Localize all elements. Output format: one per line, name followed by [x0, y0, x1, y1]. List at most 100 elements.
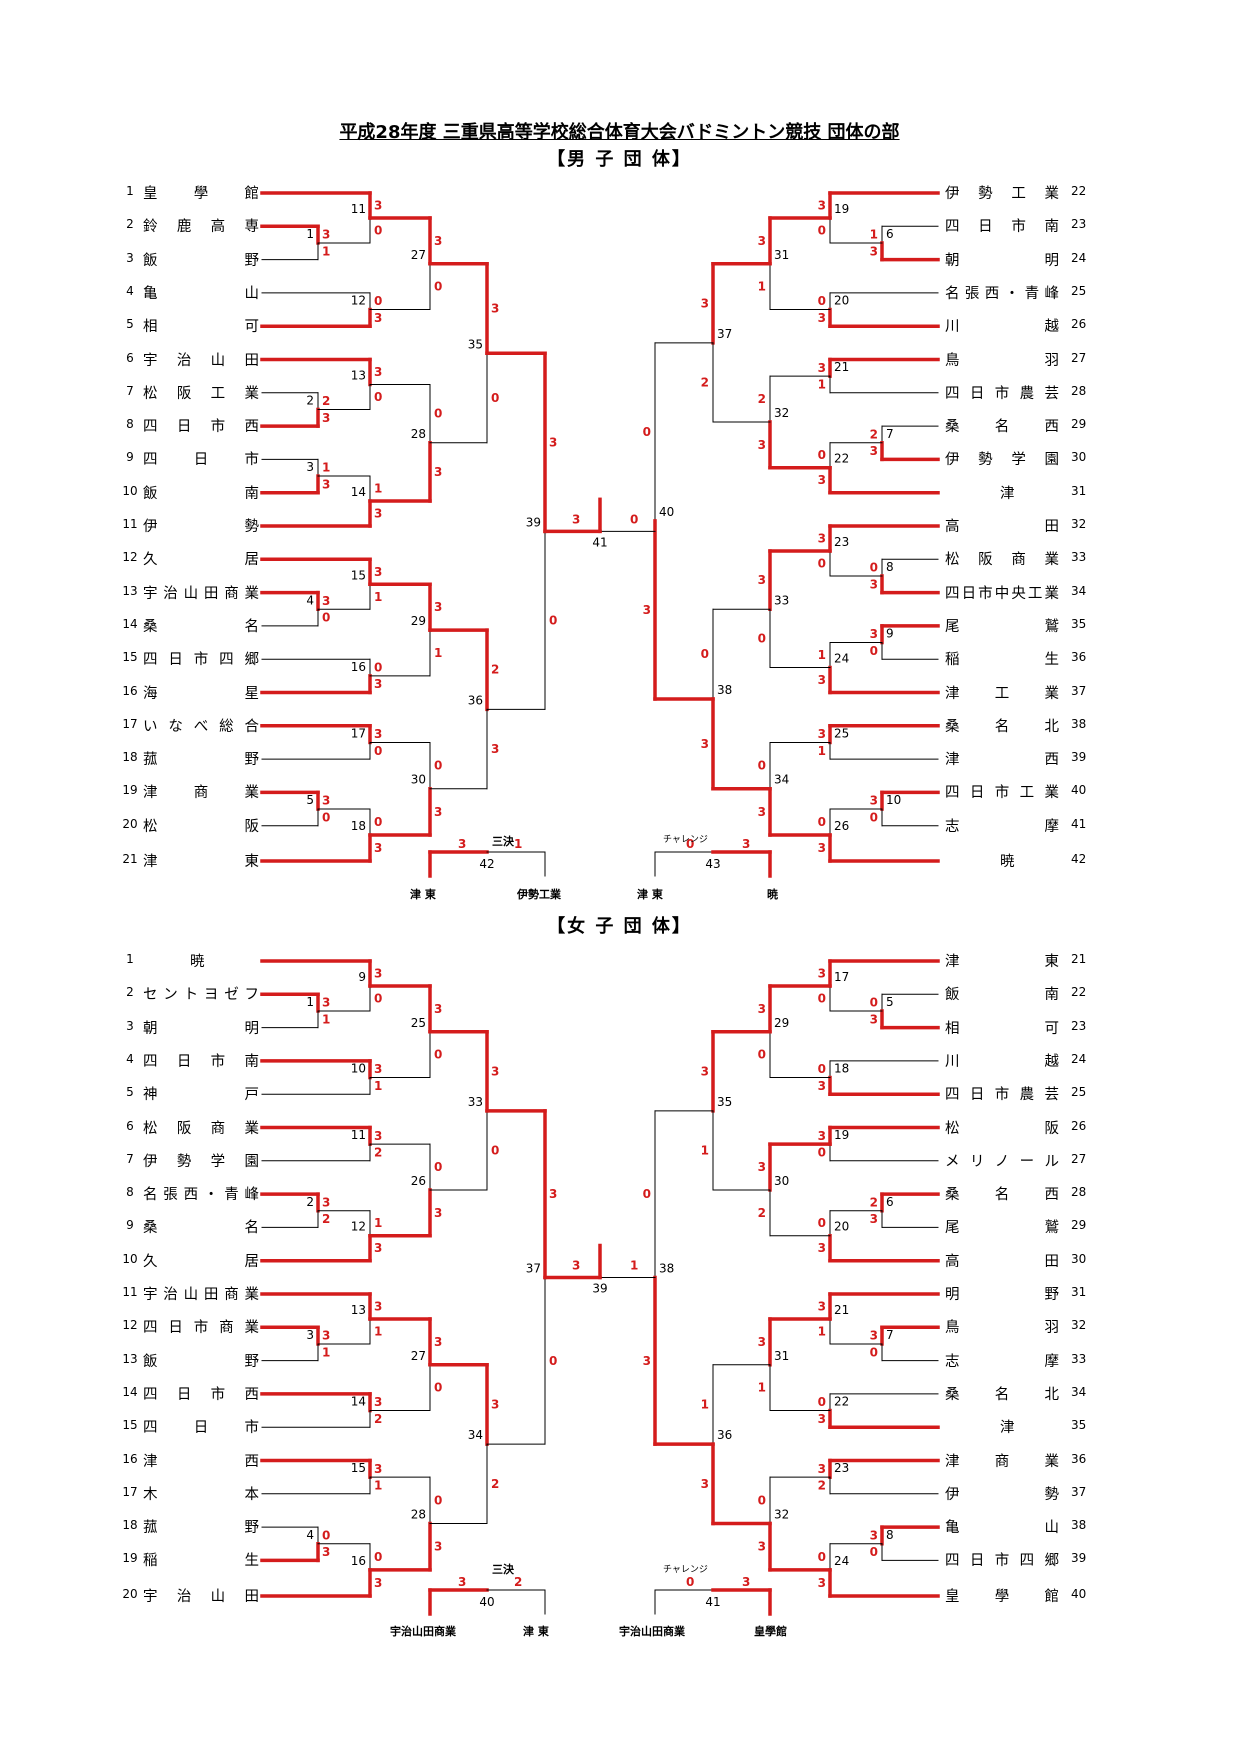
match-number: 23	[834, 1461, 849, 1475]
match-number: 17	[351, 726, 366, 740]
score: 2	[491, 663, 499, 677]
score: 0	[434, 280, 442, 294]
team-name: 宇治山田商業	[143, 585, 259, 602]
score: 1	[374, 1324, 382, 1338]
match-number: 17	[834, 970, 849, 984]
score: 0	[434, 1160, 442, 1174]
match-number: 8	[886, 1528, 894, 1542]
score: 3	[434, 234, 442, 248]
team-name: 松阪商業	[945, 552, 1059, 569]
score: 0	[434, 407, 442, 421]
score: 3	[818, 198, 826, 212]
team-number: 2	[126, 985, 134, 1000]
match-number: 26	[411, 1174, 426, 1188]
score: 0	[818, 1550, 826, 1564]
match-number: 20	[834, 294, 849, 308]
match-number: 36	[717, 1428, 732, 1442]
match-number: 27	[411, 1349, 426, 1363]
team-number: 25	[1071, 283, 1087, 298]
score: 2	[374, 1412, 382, 1426]
team-name: 桑名西	[945, 419, 1059, 436]
score: 3	[434, 600, 442, 614]
team-number: 34	[1071, 1384, 1087, 1399]
team-number: 14	[122, 616, 138, 631]
team-name: 四日市商業	[143, 1320, 259, 1337]
team-number: 27	[1071, 350, 1087, 365]
score: 3	[818, 727, 826, 741]
team-name: 四日市	[143, 452, 259, 469]
match-number: 8	[886, 560, 894, 574]
match-number: 23	[834, 535, 849, 549]
score: 0	[322, 611, 330, 625]
team-name: 川越	[945, 1053, 1059, 1070]
team-name: 津	[1000, 1420, 1015, 1437]
team-number: 23	[1071, 1018, 1087, 1033]
team-name: 高田	[945, 519, 1059, 535]
score: 1	[870, 228, 878, 242]
score: 0	[701, 647, 709, 661]
team-number: 41	[1071, 816, 1087, 831]
match-number: 4	[306, 1528, 314, 1542]
score: 0	[374, 390, 382, 404]
score: 3	[818, 473, 826, 487]
score: 3	[374, 1129, 382, 1143]
score: 3	[818, 1576, 826, 1590]
match-number: 5	[306, 793, 314, 807]
team-number: 11	[122, 1285, 138, 1299]
team-number: 1	[126, 952, 134, 966]
match-number: 3	[306, 1328, 314, 1342]
team-name: 津商業	[945, 1453, 1059, 1470]
score: 3	[870, 794, 878, 808]
team-name: 相可	[143, 319, 259, 336]
score: 0	[818, 815, 826, 829]
men-section-heading: 【男 子 団 体】	[547, 149, 692, 170]
team-name: 四日市南	[143, 1053, 259, 1070]
team-name: 津	[1000, 485, 1015, 502]
final-left-score: 3	[572, 1258, 580, 1272]
team-number: 29	[1071, 417, 1087, 432]
team-number: 17	[122, 716, 138, 731]
team-number: 20	[122, 816, 138, 831]
match-number: 19	[834, 202, 849, 216]
team-number: 5	[126, 317, 134, 332]
team-name: 高田	[945, 1253, 1059, 1270]
challenge-left-score: 0	[686, 837, 694, 851]
team-name: 桑名	[143, 1220, 259, 1237]
match-number: 4	[306, 593, 314, 607]
match-number: 25	[411, 1016, 426, 1030]
team-name: 稲生	[945, 652, 1059, 669]
team-number: 19	[122, 1551, 138, 1566]
team-name: 神戸	[143, 1087, 259, 1104]
team-number: 22	[1071, 184, 1087, 198]
match-number: 24	[834, 1554, 849, 1568]
score: 3	[434, 1206, 442, 1220]
match-number: 11	[351, 202, 366, 216]
women-challenge-right-team: 皇學館	[754, 1625, 787, 1638]
score: 3	[322, 1195, 330, 1209]
match-number: 18	[351, 819, 366, 833]
match-number: 24	[834, 652, 849, 666]
match-number: 12	[351, 1220, 366, 1234]
men-third-left-team: 津 東	[410, 888, 436, 901]
team-number: 35	[1071, 616, 1087, 631]
match-number: 33	[468, 1095, 483, 1109]
match-number: 14	[351, 485, 366, 499]
score: 1	[322, 244, 330, 258]
score: 3	[374, 507, 382, 521]
team-name: 志摩	[945, 818, 1059, 835]
match-number: 18	[834, 1062, 849, 1076]
score: 0	[549, 1354, 557, 1368]
match-number: 5	[886, 995, 894, 1009]
team-number: 18	[122, 750, 138, 765]
team-name: 相可	[945, 1020, 1059, 1037]
team-name: 四日市農芸	[945, 385, 1059, 402]
score: 0	[374, 661, 382, 675]
challenge-right-score: 3	[742, 837, 750, 851]
score: 1	[374, 590, 382, 604]
score: 3	[818, 1462, 826, 1476]
match-number: 15	[351, 568, 366, 582]
score: 1	[374, 1079, 382, 1093]
score: 0	[434, 759, 442, 773]
team-name: 松阪	[143, 818, 259, 835]
team-number: 20	[122, 1587, 138, 1601]
